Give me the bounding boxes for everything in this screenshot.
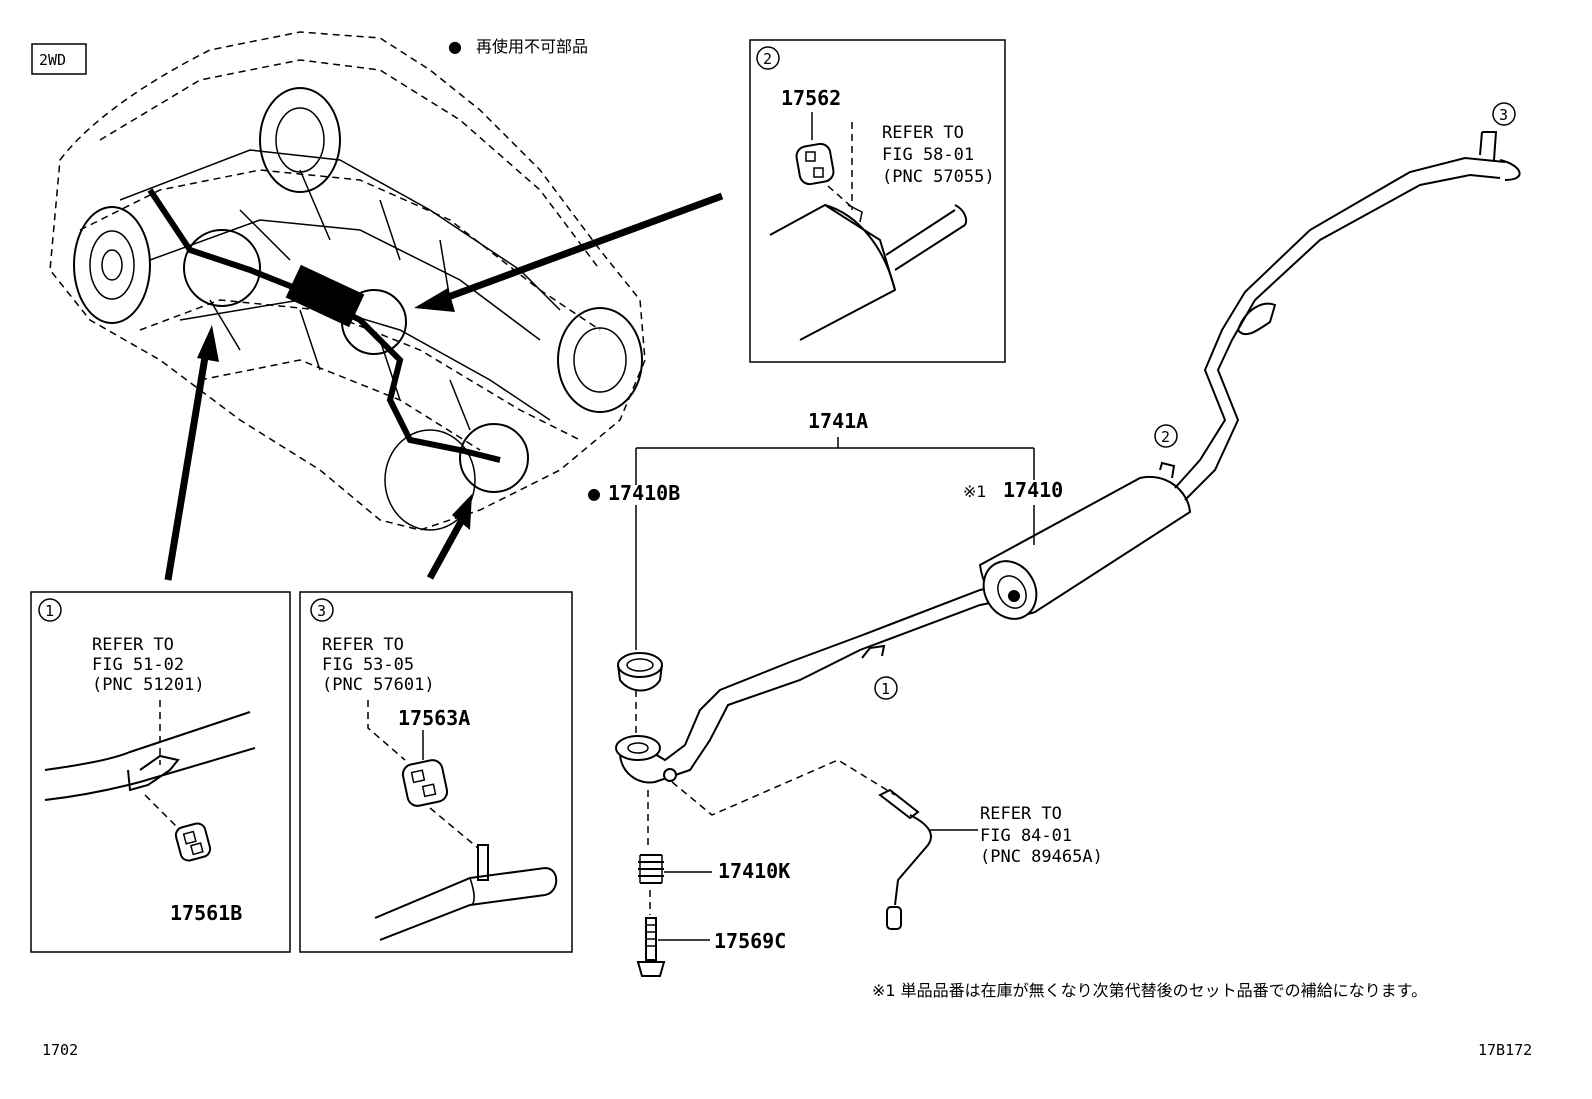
svg-text:2: 2 — [763, 50, 772, 68]
inset-2-fig: FIG 58-01 — [882, 145, 974, 165]
exhaust-assembly: 1741A ● 17410B ※1 17410 1 — [588, 102, 1521, 977]
assembly-number: 1741A — [808, 409, 868, 433]
inset-1-part: 17561B — [170, 901, 242, 925]
inset-2-part: 17562 — [781, 86, 841, 110]
inset-2: 2 17562 REFER TO FIG 58-01 (PNC 57055) — [749, 39, 1006, 363]
hanger-17563A — [401, 759, 449, 807]
inset-1-fig: FIG 51-02 — [92, 655, 184, 675]
hanger-17561B — [174, 822, 212, 862]
front-right-wheel — [384, 429, 476, 531]
bolt-number: 17569C — [714, 929, 786, 953]
rear-right-wheel — [557, 307, 643, 413]
bolt-17569C — [636, 917, 666, 977]
legend-text: 再使用不可部品 — [476, 37, 588, 56]
svg-text:3: 3 — [317, 602, 326, 620]
svg-text:1: 1 — [881, 680, 890, 698]
sensor-refer: REFER TO — [980, 804, 1062, 824]
inset-3-fig: FIG 53-05 — [322, 655, 414, 675]
svg-text:1: 1 — [45, 602, 54, 620]
zoom-circle-1 — [183, 229, 261, 307]
gasket-number: 17410B — [608, 481, 680, 505]
gasket-17410B — [617, 652, 663, 692]
rear-left-wheel — [259, 87, 341, 193]
spring-17410K — [638, 854, 664, 884]
pointer-arrows — [164, 192, 724, 581]
inset-3-pnc: (PNC 57601) — [322, 675, 435, 695]
inset-3-part: 17563A — [398, 706, 470, 730]
inset-2-refer: REFER TO — [882, 123, 964, 143]
footnote: ※1 単品品番は在庫が無くなり次第代替後のセット品番での補給になります。 — [872, 981, 1427, 1000]
drive-badge-frame — [31, 43, 87, 75]
hanger-17562 — [795, 142, 835, 186]
svg-text:2: 2 — [1161, 428, 1170, 446]
inset-1-pnc: (PNC 51201) — [92, 675, 205, 695]
front-left-wheel — [73, 206, 151, 324]
footer-left-code: 1702 — [42, 1041, 78, 1059]
pipe-note: ※1 — [963, 482, 987, 501]
legend-mark: ● — [448, 37, 462, 56]
svg-text:3: 3 — [1499, 106, 1508, 124]
drive-badge: 2WD — [39, 51, 66, 69]
sensor-fig: FIG 84-01 — [980, 826, 1072, 846]
sensor-pnc: (PNC 89465A) — [980, 847, 1103, 867]
zoom-circle-3 — [459, 423, 529, 493]
inset-2-pnc: (PNC 57055) — [882, 167, 995, 187]
muffler — [978, 461, 1192, 620]
zoom-circle-2 — [341, 289, 407, 355]
gasket-mark: ● — [588, 481, 600, 505]
car-underbody-illustration — [49, 31, 646, 531]
inset-3-refer: REFER TO — [322, 635, 404, 655]
inset-3: 3 REFER TO FIG 53-05 (PNC 57601) 17563A — [299, 591, 573, 953]
spring-number: 17410K — [718, 859, 790, 883]
pipe-number: 17410 — [1003, 478, 1063, 502]
inset-1: ① 1 REFER TO FIG 51-02 (PNC 51201) 17561… — [30, 591, 291, 953]
footer-right-code: 17B172 — [1478, 1041, 1532, 1059]
oxygen-sensor — [878, 788, 932, 930]
inset-1-refer: REFER TO — [92, 635, 174, 655]
